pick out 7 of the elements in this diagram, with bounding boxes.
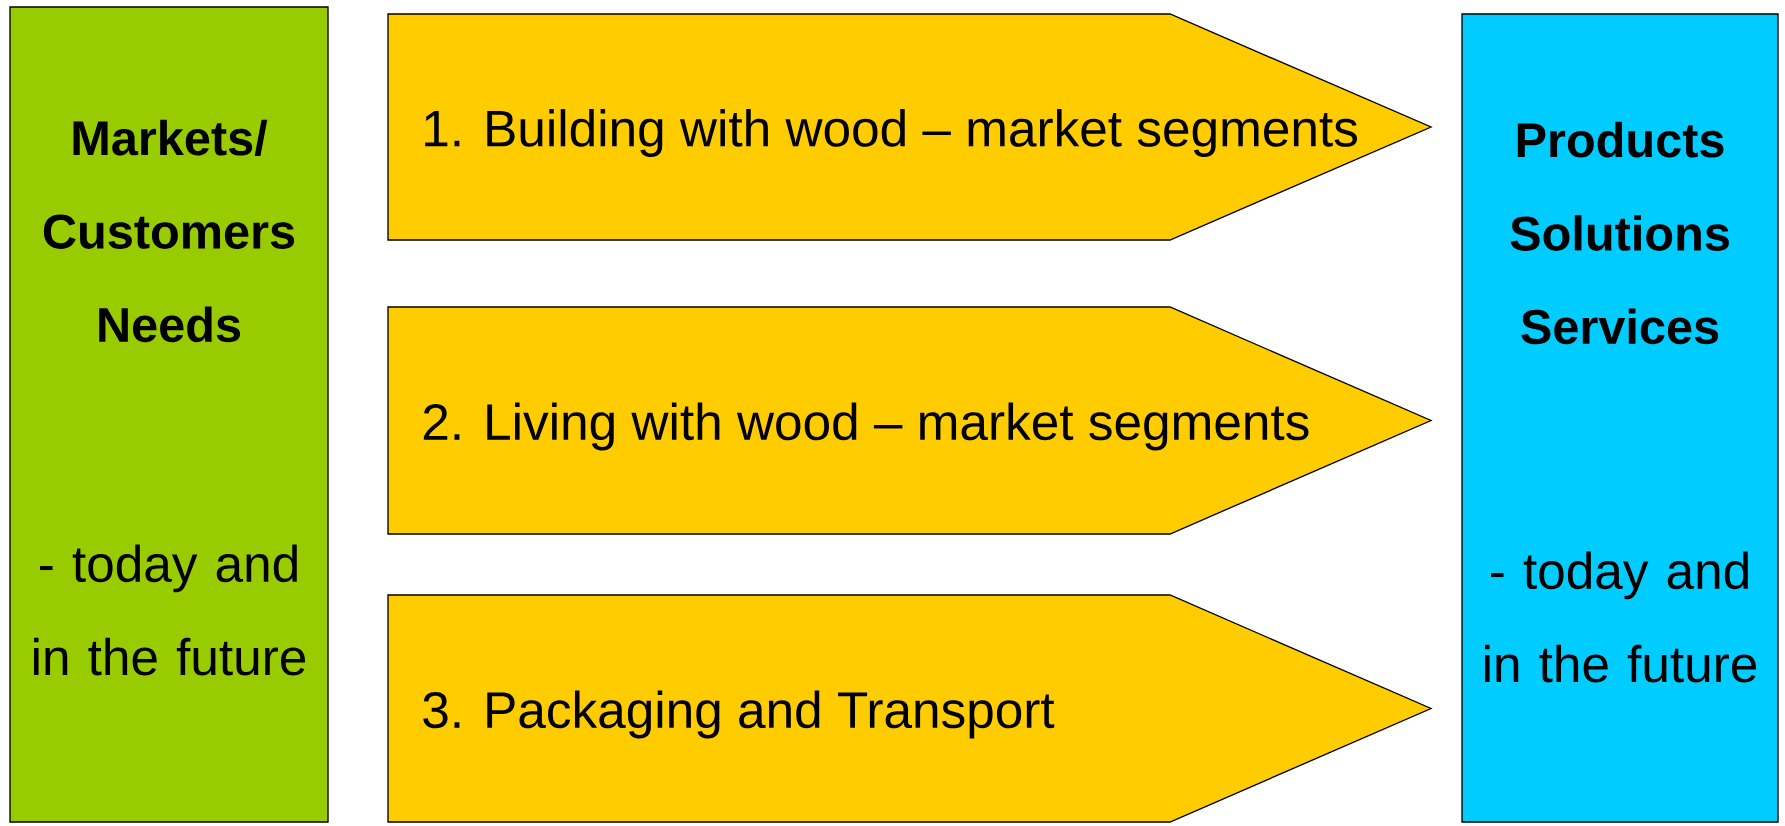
label-text: 1. Building with wood – market segments	[425, 109, 1357, 157]
label-text: 3. Packaging and Transport	[423, 690, 1055, 739]
label-text: 2. Living with wood – market segments	[423, 402, 1309, 451]
heading-text: Markets/ Customers Needs	[43, 119, 295, 343]
body-text: - today and in the future	[1485, 551, 1757, 683]
body-text: - today and in the future	[34, 544, 306, 676]
heading-text: Products Solutions Services	[1510, 121, 1729, 345]
